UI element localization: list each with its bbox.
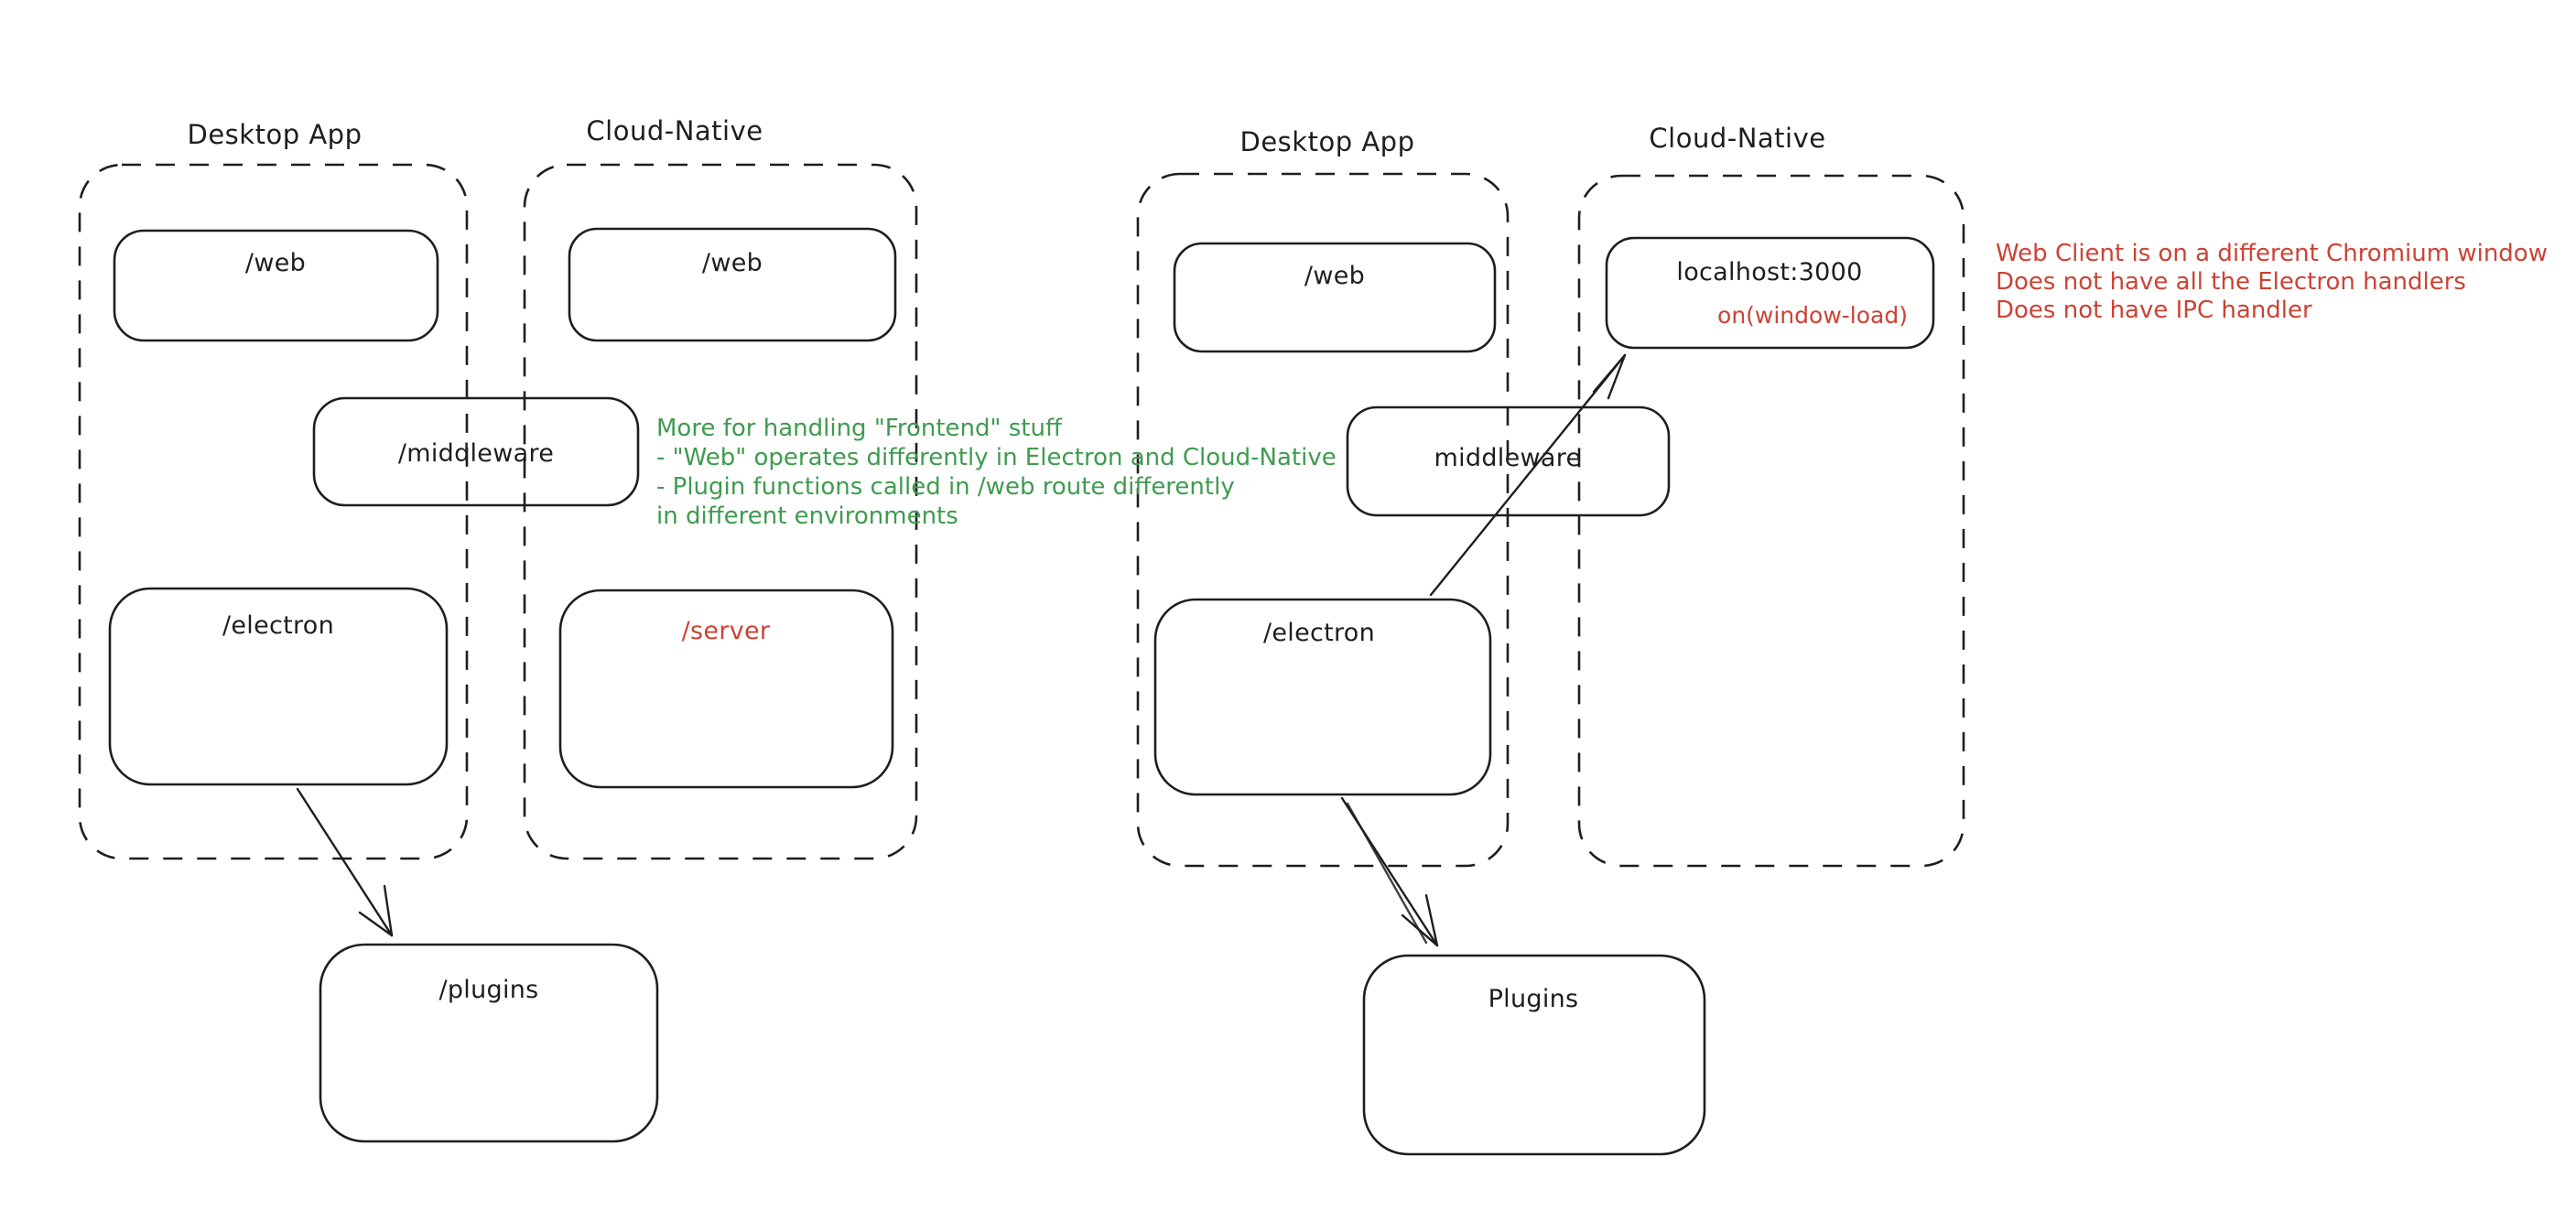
container-desktop-app-right xyxy=(1136,172,1510,868)
note-green-line-1: More for handling "Frontend" stuff xyxy=(656,415,1062,442)
note-red-line-1: Web Client is on a different Chromium wi… xyxy=(1996,240,2548,267)
box-server-left xyxy=(558,589,894,789)
label-plugins-left: /plugins xyxy=(438,976,539,1004)
box-electron-right xyxy=(1153,598,1492,796)
label-server-left: /server xyxy=(681,617,771,645)
arrow-electron-to-localhost-right xyxy=(1429,353,1627,597)
section-label-desktop-app-right: Desktop App xyxy=(1239,126,1415,157)
section-label-desktop-app-left: Desktop App xyxy=(187,119,363,150)
box-web-cloud-left xyxy=(568,227,897,342)
note-green-frontend-stuff: More for handling "Frontend" stuff - "We… xyxy=(656,414,1337,531)
label-web-desktop-left: /web xyxy=(244,249,307,277)
label-electron-right: /electron xyxy=(1262,619,1376,647)
note-green-line-3: - Plugin functions called in /web route … xyxy=(656,473,1235,501)
note-red-line-3: Does not have IPC handler xyxy=(1996,297,2312,324)
label-localhost-3000: localhost:3000 xyxy=(1676,258,1863,286)
label-middleware-left: /middleware xyxy=(397,439,555,468)
label-on-window-load: on(window-load) xyxy=(1717,302,1908,329)
box-web-desktop-right xyxy=(1173,242,1497,353)
section-label-cloud-native-right: Cloud-Native xyxy=(1649,123,1826,154)
label-web-cloud-left: /web xyxy=(701,249,763,277)
box-electron-left xyxy=(108,587,449,786)
box-plugins-left xyxy=(319,943,659,1143)
container-cloud-native-right xyxy=(1577,174,1965,868)
note-green-line-4: in different environments xyxy=(656,503,958,530)
box-web-desktop-left xyxy=(113,229,439,342)
section-label-cloud-native-left: Cloud-Native xyxy=(586,115,763,146)
label-electron-left: /electron xyxy=(222,611,335,640)
note-green-line-2: - "Web" operates differently in Electron… xyxy=(656,444,1337,471)
box-middleware-right xyxy=(1346,405,1671,517)
box-middleware-left xyxy=(312,396,640,507)
arrow-electron-to-plugins-left xyxy=(296,787,394,937)
arrow-electron-to-plugins-right xyxy=(1340,796,1439,947)
note-red-line-2: Does not have all the Electron handlers xyxy=(1996,268,2466,296)
box-localhost-3000 xyxy=(1605,236,1935,350)
label-web-desktop-right: /web xyxy=(1304,262,1366,290)
label-plugins-right: Plugins xyxy=(1488,985,1579,1013)
label-middleware-right: middleware xyxy=(1434,444,1582,472)
container-desktop-app-left xyxy=(78,163,469,860)
note-red-web-client: Web Client is on a different Chromium wi… xyxy=(1996,240,2548,325)
container-cloud-native-left xyxy=(523,163,918,860)
box-plugins-right xyxy=(1362,954,1706,1156)
